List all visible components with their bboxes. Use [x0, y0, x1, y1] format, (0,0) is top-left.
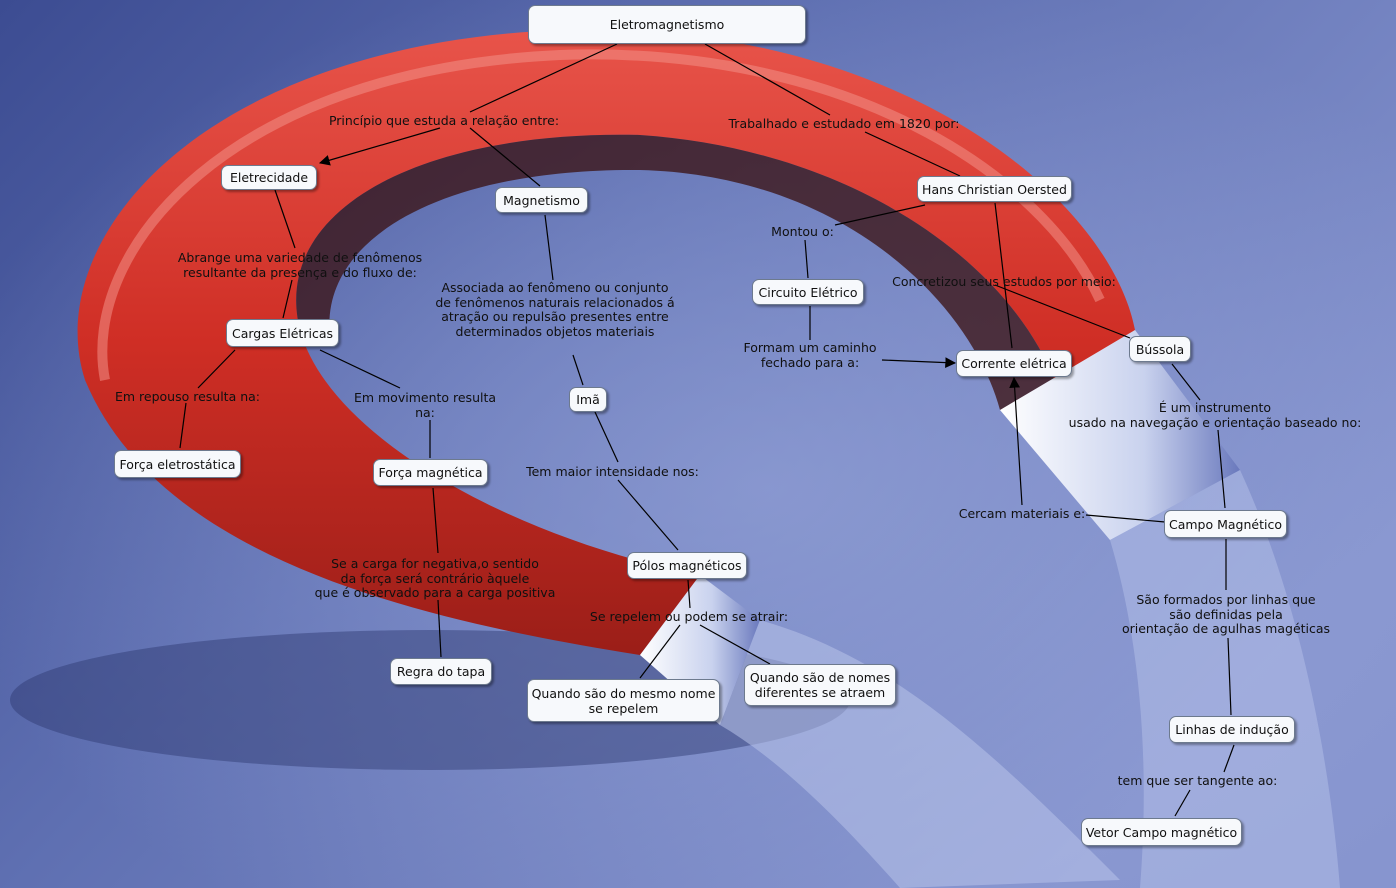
node-corrente-eletrica[interactable]: Corrente elétrica [956, 350, 1072, 377]
link-line [639, 624, 681, 679]
label-cercam: Cercam materiais e: [958, 506, 1086, 521]
link-line [594, 411, 619, 463]
label-concretizou: Concretizou seus estudos por meio: [892, 274, 1116, 289]
link-line [994, 202, 1013, 349]
link-line [179, 402, 187, 449]
link-line [1223, 744, 1235, 773]
node-magnetismo[interactable]: Magnetismo [495, 187, 588, 213]
link-line [274, 189, 296, 249]
node-nomes-diferentes-se-atraem[interactable]: Quando são de nomes diferentes se atraem [744, 664, 896, 706]
link-line [617, 479, 679, 551]
node-eletrecidade[interactable]: Eletrecidade [221, 165, 317, 190]
link-line [469, 127, 541, 187]
link-line [432, 487, 439, 554]
label-movimento: Em movimento resulta na: [353, 390, 497, 420]
label-instrumento: É um instrumento usado na navegação e or… [1068, 400, 1362, 430]
node-forca-magnetica[interactable]: Força magnética [373, 459, 488, 486]
link-line [282, 279, 293, 319]
label-tangente: tem que ser tangente ao: [1117, 773, 1278, 788]
link-line [572, 354, 584, 386]
label-abrange: Abrange uma variedade de fenômenos resul… [177, 250, 423, 280]
node-polos-magneticos[interactable]: Pólos magnéticos [627, 552, 747, 579]
node-eletromagnetismo[interactable]: Eletromagnetismo [528, 5, 806, 44]
label-trabalhado: Trabalhado e estudado em 1820 por: [728, 116, 960, 131]
link-line [804, 239, 809, 279]
link-line [319, 349, 401, 389]
node-vetor-campo-magnetico[interactable]: Vetor Campo magnético [1081, 818, 1242, 846]
label-repouso: Em repouso resulta na: [114, 389, 261, 404]
label-se-carga: Se a carga for negativa,o sentido da for… [314, 556, 556, 600]
label-associada: Associada ao fenômeno ou conjunto de fen… [435, 280, 675, 339]
node-ima[interactable]: Imã [569, 387, 607, 412]
link-line [1174, 789, 1191, 817]
link-line [1171, 363, 1201, 401]
link-arrow [318, 127, 441, 166]
label-montou: Montou o: [771, 224, 834, 239]
node-linhas-de-inducao[interactable]: Linhas de indução [1169, 716, 1295, 743]
label-tem-maior: Tem maior intensidade nos: [526, 464, 699, 479]
link-arrow [881, 357, 957, 368]
link-line [699, 624, 771, 665]
link-arrow [1009, 376, 1023, 506]
node-regra-do-tapa[interactable]: Regra do tapa [390, 658, 492, 685]
node-campo-magnetico[interactable]: Campo Magnético [1164, 510, 1287, 538]
label-formam: Formam um caminho fechado para a: [743, 340, 877, 370]
node-forca-eletrostatica[interactable]: Força eletrostática [114, 450, 241, 478]
label-formados: São formados por linhas que são definida… [1121, 592, 1331, 636]
node-bussola[interactable]: Bússola [1129, 336, 1191, 362]
link-line [469, 43, 618, 113]
label-principio: Princípio que estuda a relação entre: [328, 113, 560, 128]
link-line [544, 214, 554, 281]
link-line [1085, 514, 1166, 523]
link-line [994, 284, 1131, 339]
node-circuito-eletrico[interactable]: Circuito Elétrico [752, 279, 864, 305]
link-line [687, 579, 691, 609]
link-line [834, 204, 926, 226]
link-line [704, 43, 831, 116]
link-line [1227, 637, 1232, 716]
link-line [1217, 429, 1226, 509]
label-se-repelem: Se repelem ou podem se atrair: [589, 609, 789, 624]
link-line [437, 599, 442, 658]
node-mesmo-nome-se-repelem[interactable]: Quando são do mesmo nome se repelem [527, 679, 720, 722]
node-hans-christian-oersted[interactable]: Hans Christian Oersted [917, 176, 1072, 202]
link-line [864, 131, 961, 177]
link-line [197, 349, 236, 389]
node-cargas-eletricas[interactable]: Cargas Elétricas [226, 319, 339, 347]
